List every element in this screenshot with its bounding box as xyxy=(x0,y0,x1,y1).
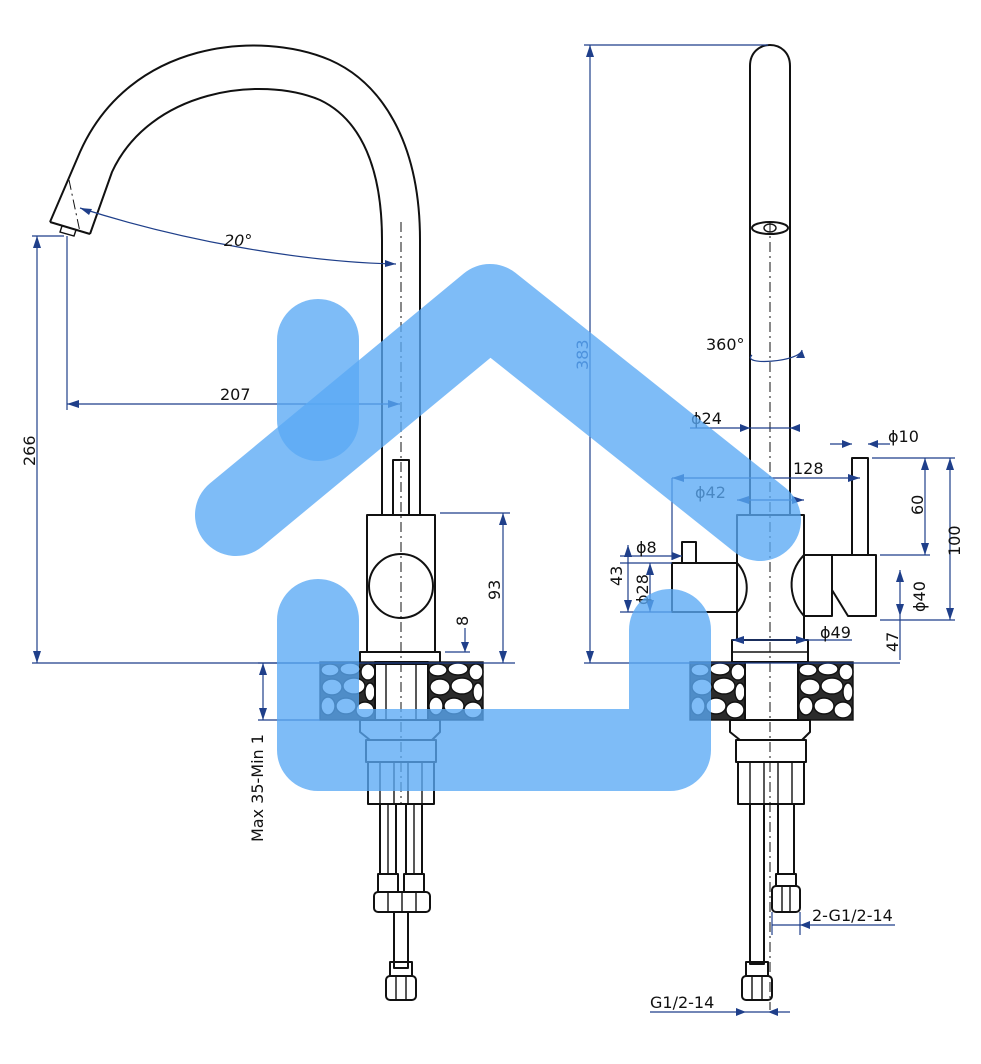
angle-label: 20° xyxy=(224,231,252,250)
aerator xyxy=(59,225,77,237)
house-logo-watermark xyxy=(195,264,801,791)
lever-handle xyxy=(831,554,877,617)
rotation-label: 360° xyxy=(706,335,745,354)
handle-joint xyxy=(790,554,833,617)
reach-label: 207 xyxy=(220,385,251,404)
deck-thickness-label: Max 35-Min 1 xyxy=(248,734,267,842)
spout-inner-outline xyxy=(89,88,383,515)
height-label: 266 xyxy=(20,435,39,466)
body-width-label: 128 xyxy=(793,459,824,478)
handle-knob xyxy=(368,553,434,619)
lever-rod xyxy=(851,457,869,556)
base-diameter-label: ϕ49 xyxy=(820,623,851,642)
bottom-thread-label: G1/2-14 xyxy=(650,993,714,1012)
hose-thread-label: 2-G1/2-14 xyxy=(812,906,893,925)
lever-total-label: 100 xyxy=(945,525,964,556)
countertop-section-right xyxy=(689,661,854,721)
handle-diameter-label: ϕ40 xyxy=(910,581,929,612)
side-knob-label: ϕ8 xyxy=(636,538,657,557)
supply-hoses xyxy=(373,803,431,1001)
side-view: 20° 207 266 93 8 Max 35-Min 1 xyxy=(20,44,515,1001)
handle-offset-label: 47 xyxy=(883,632,902,652)
front-spout xyxy=(749,44,791,515)
collar-label: 8 xyxy=(453,616,472,626)
lever-height-label: 60 xyxy=(908,495,927,515)
spout-outer-outline xyxy=(49,44,421,515)
lever-diameter-label: ϕ10 xyxy=(888,427,919,446)
front-mounting-shank xyxy=(737,761,805,805)
side-spindle xyxy=(671,562,748,613)
side-knob xyxy=(681,541,697,564)
front-supply-hoses xyxy=(741,803,801,1001)
body-height-label: 93 xyxy=(485,580,504,600)
lever-stub xyxy=(392,459,410,516)
side-height-label: 43 xyxy=(607,566,626,586)
base-collar xyxy=(359,651,441,665)
spout-tip xyxy=(49,221,91,235)
